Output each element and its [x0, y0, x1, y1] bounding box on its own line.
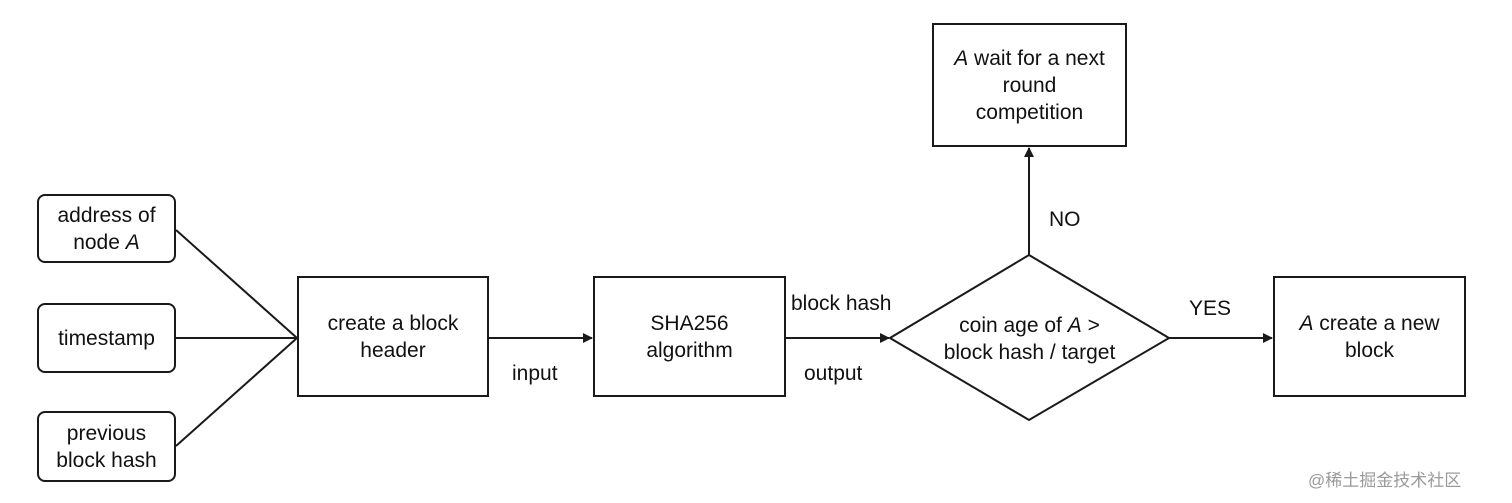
previous-line1: previous [66, 421, 147, 445]
connector-previous-to-header [175, 337, 298, 447]
edge-label-yes: YES [1189, 297, 1232, 320]
address-node-var: A [125, 230, 140, 254]
create-new-block-box: A create a new block [1273, 276, 1466, 397]
create-header-line1: create a block [327, 311, 459, 335]
sha256-algorithm-box: SHA256 algorithm [593, 276, 786, 397]
decision-text: coin age of A > block hash / target [899, 312, 1160, 366]
connector-address-to-header [175, 229, 298, 339]
address-line1: address of [57, 203, 156, 227]
edge-label-block-hash: block hash [791, 292, 892, 315]
edge-label-output: output [804, 362, 863, 385]
decision-diamond [888, 253, 1171, 422]
sha-line2: algorithm [646, 338, 733, 362]
watermark: @稀土掘金技术社区 [1308, 471, 1462, 490]
address-of-node-box: address of node A [37, 194, 176, 263]
previous-block-hash-box: previous block hash [37, 411, 176, 482]
new-block-line2: block [1344, 338, 1395, 362]
sha-line1: SHA256 [650, 311, 729, 335]
decision-line1-prefix: coin age of [959, 314, 1068, 337]
wait-line2: round [1002, 73, 1057, 97]
timestamp-label: timestamp [58, 326, 155, 350]
address-line2-prefix: node [73, 230, 126, 254]
decision-line2: block hash / target [943, 341, 1116, 364]
previous-line2: block hash [56, 448, 157, 472]
create-header-line2: header [360, 338, 426, 362]
edge-label-no: NO [1049, 208, 1081, 231]
new-block-line1-suffix: create a new [1313, 311, 1440, 335]
timestamp-box: timestamp [37, 303, 176, 373]
wait-var: A [954, 46, 969, 70]
edge-label-input: input [512, 362, 558, 385]
create-block-header-box: create a block header [297, 276, 489, 397]
wait-next-round-box: A wait for a next round competition [932, 23, 1127, 147]
wait-line1-suffix: wait for a next [968, 46, 1105, 70]
wait-line3: competition [975, 100, 1084, 124]
decision-line1-suffix: > [1081, 314, 1100, 337]
decision-var: A [1067, 314, 1082, 337]
new-block-var: A [1299, 311, 1314, 335]
